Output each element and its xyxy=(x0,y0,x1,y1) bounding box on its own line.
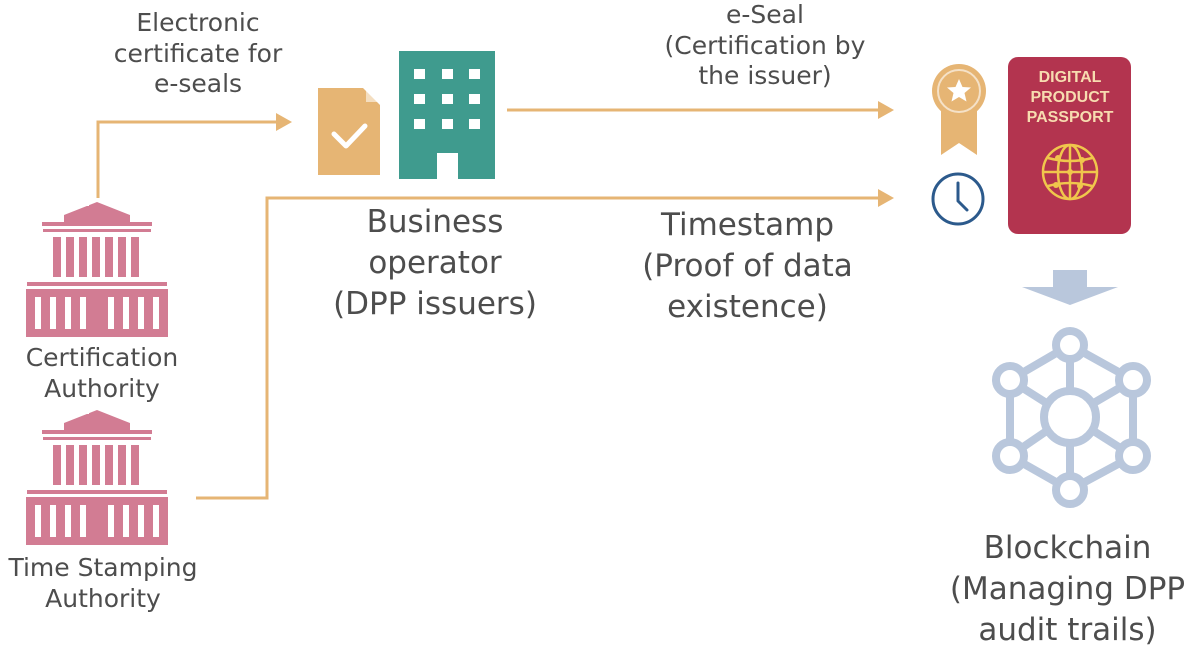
office-building-icon xyxy=(399,51,495,179)
timestamp-arrowhead xyxy=(878,189,894,207)
connector-arrows xyxy=(96,101,894,500)
business-operator-label: Business operator (DPP issuers) xyxy=(295,202,575,325)
down-arrow xyxy=(1022,270,1118,305)
business-label-line-2: operator xyxy=(368,244,502,281)
medal-icon xyxy=(932,64,986,155)
eseal-label-line-2: (Certification by xyxy=(664,30,866,60)
passport-line-1: DIGITAL xyxy=(1039,69,1102,86)
clock-icon xyxy=(931,172,985,226)
certificate-label-line-3: e-seals xyxy=(153,69,243,98)
passport-line-3: PASSPORT xyxy=(1027,109,1114,126)
timestamp-label: Timestamp (Proof of data existence) xyxy=(600,205,895,328)
certificate-label-line-2: certificate for xyxy=(113,38,283,68)
certification-authority-label: Certification Authority xyxy=(2,343,202,404)
ts-authority-line-1: Time Stamping xyxy=(8,553,198,582)
cert-authority-line-1: Certification xyxy=(25,343,179,372)
timestamp-label-line-1: Timestamp xyxy=(660,207,835,243)
eseal-label-line-1: e-Seal xyxy=(726,0,804,29)
blockchain-label-line-1: Blockchain xyxy=(983,530,1152,566)
certificate-arrowhead xyxy=(276,113,292,131)
blockchain-label: Blockchain (Managing DPP audit trails) xyxy=(935,528,1200,647)
time-stamping-authority-label: Time Stamping Authority xyxy=(0,553,206,614)
certification-authority-icon xyxy=(26,201,168,337)
blockchain-label-line-3: audit trails) xyxy=(978,611,1157,647)
cert-authority-line-2: Authority xyxy=(44,373,160,403)
business-label-line-1: Business xyxy=(366,204,504,240)
time-stamping-authority-icon xyxy=(26,409,168,545)
eseal-arrowhead xyxy=(878,101,894,119)
timestamp-label-line-3: existence) xyxy=(667,288,828,325)
document-check-icon xyxy=(318,88,380,175)
passport-line-2: PRODUCT xyxy=(1030,89,1109,106)
ts-authority-line-2: Authority xyxy=(45,583,161,613)
business-label-line-3: (DPP issuers) xyxy=(333,285,537,322)
certificate-label-line-1: Electronic xyxy=(136,8,260,37)
certificate-label: Electronic certificate for e-seals xyxy=(78,8,318,100)
eseal-label: e-Seal (Certification by the issuer) xyxy=(630,0,900,92)
certificate-arrow xyxy=(96,120,278,198)
timestamp-arrow xyxy=(196,196,880,500)
eseal-label-line-3: the issuer) xyxy=(698,61,832,90)
timestamp-label-line-2: (Proof of data xyxy=(642,247,853,284)
passport-icon: DIGITAL PRODUCT PASSPORT xyxy=(1008,57,1131,234)
blockchain-label-line-2: (Managing DPP xyxy=(949,570,1186,607)
blockchain-network-icon xyxy=(992,327,1151,508)
